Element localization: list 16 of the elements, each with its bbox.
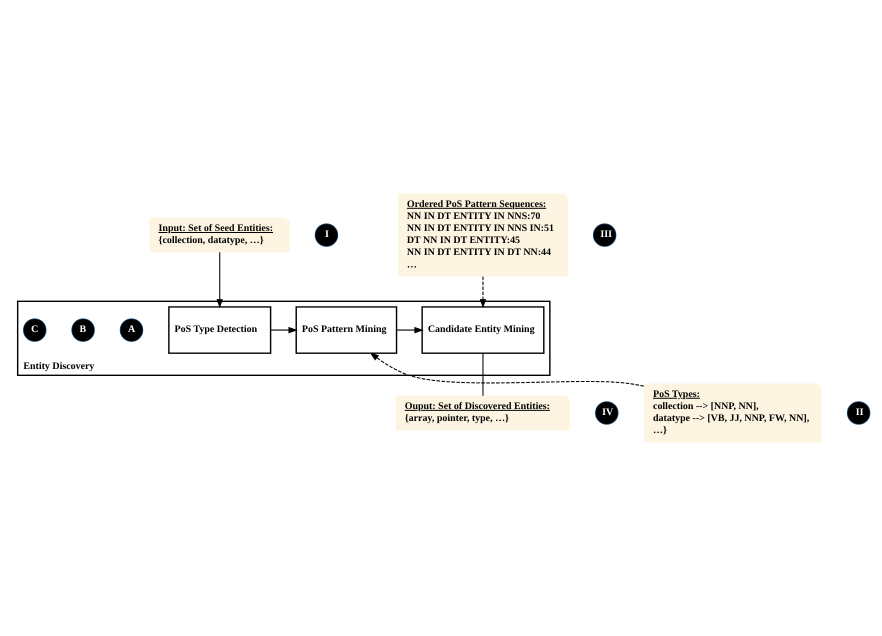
- arrow: [216, 252, 223, 308]
- node-circle: IV: [595, 401, 619, 425]
- node-circle: III: [592, 223, 616, 247]
- node-box: PoS Type Detection: [168, 306, 272, 354]
- arrow: [370, 352, 644, 387]
- node-circle: I: [314, 223, 338, 247]
- connector: [482, 353, 484, 396]
- node-circle: II: [846, 401, 870, 425]
- node-circle: A: [120, 318, 144, 342]
- node-box: PoS Pattern Mining: [296, 306, 398, 354]
- arrow: [480, 276, 486, 308]
- arrow: [270, 326, 298, 334]
- node-circle: B: [71, 318, 95, 342]
- node-circle: C: [23, 318, 46, 342]
- node-box: Candidate Entity Mining: [421, 306, 545, 354]
- arrow: [396, 326, 424, 334]
